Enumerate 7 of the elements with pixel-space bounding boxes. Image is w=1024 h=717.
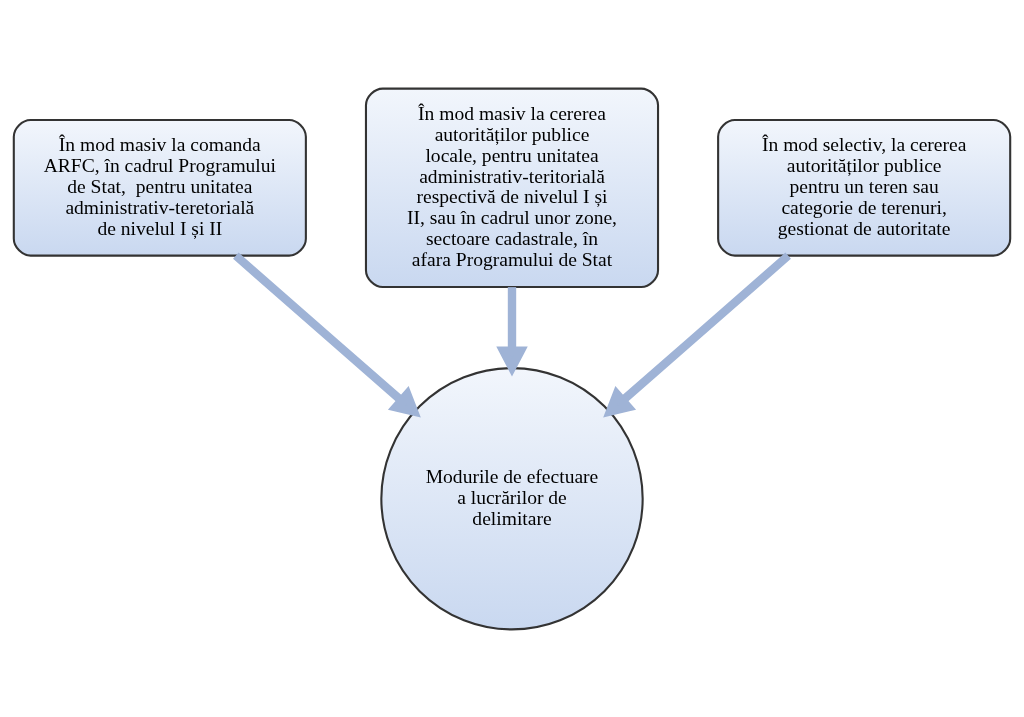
node-box: În mod masiv la cererea autorităților publice locale, pentru unitatea administrativ-teritorială respectivă de nivelul I și II, sau în cadrul unor zone, sectoare cadastrale, în afara Programului de Stat bbox=[364, 87, 660, 288]
node-box: În mod selectiv, la cererea autorităților publice pentru un teren sau categorie de terenuri, gestionat de autoritate bbox=[717, 118, 1012, 257]
arrow bbox=[496, 286, 528, 377]
arrow bbox=[233, 252, 421, 418]
node-circle: Modurile de efectuare a lucrărilor de delimitare bbox=[380, 366, 644, 630]
arrow bbox=[603, 252, 791, 418]
node-box: În mod masiv la comanda ARFC, în cadrul Programului de Stat, pentru unitatea administrativ-teretorială de nivelul I și II bbox=[12, 118, 307, 257]
